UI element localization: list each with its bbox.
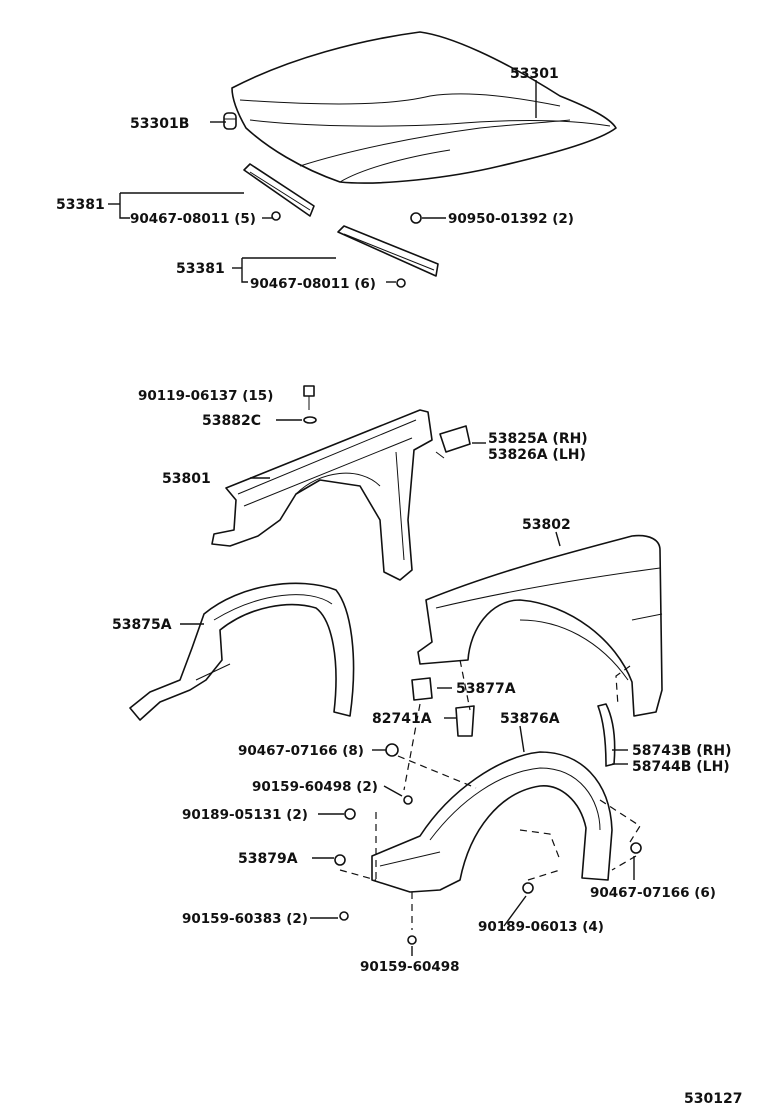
label-liner-right: 53876A [500,711,560,727]
apron-part [211,409,433,581]
label-hood-seal-group-2: 53381 [176,261,225,277]
rivet-icon [344,808,356,820]
hood-seal-right [337,225,439,277]
diagram-code: 530127 [684,1091,742,1107]
liner-left-part [129,582,355,721]
label-bracket-lh: 53826A (LH) [488,447,586,463]
label-mudguard-lh: 58744B (LH) [632,759,730,775]
nut-icon [410,212,422,224]
clip-82741-part [455,705,475,737]
clip-icon [271,211,281,221]
label-hood-cushion: 53301B [130,116,189,132]
fender-part [417,534,663,717]
rivet-icon [522,882,534,894]
hood-seal-left [243,163,315,217]
label-screw-90159-60383: 90159-60383 (2) [182,911,308,927]
label-washer: 53882C [202,413,261,429]
label-clip-90467-8: 90467-07166 (8) [238,743,364,759]
label-screw-90159-2: 90159-60498 (2) [252,779,378,795]
label-hood-seal-clip-right: 90467-08011 (6) [250,276,376,292]
clip-icon [396,278,406,288]
label-fender-bracket: 53877A [456,681,516,697]
mudguard-part [597,703,616,767]
bracket-part [435,425,471,459]
screw-icon [403,795,413,805]
fender-bracket-part [411,677,433,701]
screw-icon [339,911,349,921]
label-hood: 53301 [510,66,559,82]
clip-icon [385,743,399,757]
label-apron: 53801 [162,471,211,487]
label-bracket-rh: 53825A (RH) [488,431,588,447]
label-bolt-top: 90119-06137 (15) [138,388,273,404]
label-retainer: 53879A [238,851,298,867]
label-clip-90467-6: 90467-07166 (6) [590,885,716,901]
bolt-icon [303,385,315,410]
screw-icon [407,935,417,945]
label-rivet-90189-4: 90189-06013 (4) [478,919,604,935]
label-mudguard-rh: 58743B (RH) [632,743,732,759]
clip-icon [630,842,642,854]
label-hood-seal-clip-left: 90467-08011 (5) [130,211,256,227]
label-screw-90159-bottom: 90159-60498 [360,959,460,975]
label-fender: 53802 [522,517,571,533]
liner-right-part [371,751,613,893]
hood-cushion-part [223,112,237,130]
retainer-icon [334,854,346,866]
label-hood-nut: 90950-01392 (2) [448,211,574,227]
hood-panel [231,31,617,184]
label-clip-82741: 82741A [372,711,432,727]
label-hood-seal-group: 53381 [56,197,105,213]
label-liner-left: 53875A [112,617,172,633]
label-rivet-90189-2: 90189-05131 (2) [182,807,308,823]
washer-icon [303,416,317,424]
